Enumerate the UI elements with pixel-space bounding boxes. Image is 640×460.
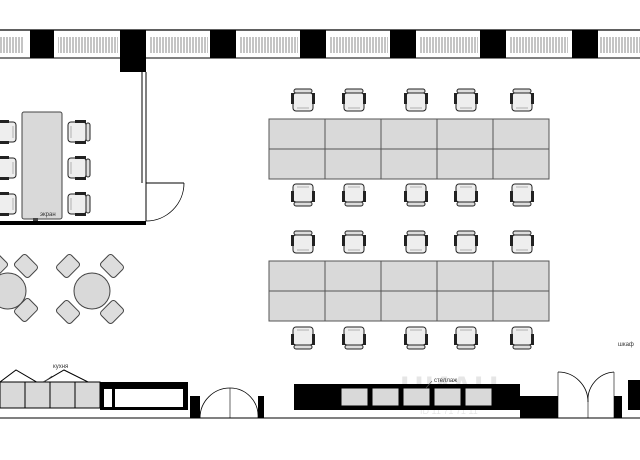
window bbox=[58, 37, 118, 53]
svg-text:ID 11 71 71 11: ID 11 71 71 11 bbox=[420, 406, 478, 416]
meeting-room-door[interactable] bbox=[145, 182, 185, 222]
column bbox=[480, 30, 506, 58]
window bbox=[330, 37, 388, 53]
column bbox=[120, 30, 146, 72]
kitchen-unit: кухня bbox=[0, 364, 188, 410]
meeting-room: экран bbox=[0, 72, 185, 225]
shelving-label: стеллаж bbox=[434, 378, 457, 384]
round-table-group bbox=[0, 254, 38, 322]
top-wall bbox=[0, 29, 640, 72]
desk-cluster-bottom bbox=[268, 230, 550, 350]
window bbox=[510, 37, 568, 53]
meeting-table bbox=[21, 111, 63, 220]
column bbox=[572, 30, 598, 58]
column bbox=[30, 30, 54, 58]
desks bbox=[268, 260, 550, 322]
bottom-wall: кухня стеллаж bbox=[0, 342, 640, 419]
double-door-left[interactable] bbox=[190, 387, 264, 419]
lounge-area bbox=[0, 254, 124, 324]
monitor-screen bbox=[33, 218, 38, 221]
round-table-group bbox=[56, 254, 124, 324]
desks bbox=[268, 118, 550, 180]
column bbox=[390, 30, 416, 58]
window bbox=[240, 37, 298, 53]
shelving-unit: стеллаж bbox=[294, 378, 520, 410]
column bbox=[210, 30, 236, 58]
kitchen-label: кухня bbox=[53, 364, 68, 370]
window bbox=[420, 37, 478, 53]
desk-cluster-top bbox=[268, 88, 550, 207]
window bbox=[600, 37, 640, 53]
cabinet-label: шкаф bbox=[618, 342, 634, 348]
window bbox=[150, 37, 208, 53]
window bbox=[0, 37, 24, 53]
monitor-label: экран bbox=[40, 212, 56, 218]
column bbox=[300, 30, 326, 58]
double-door-right[interactable] bbox=[520, 371, 622, 418]
